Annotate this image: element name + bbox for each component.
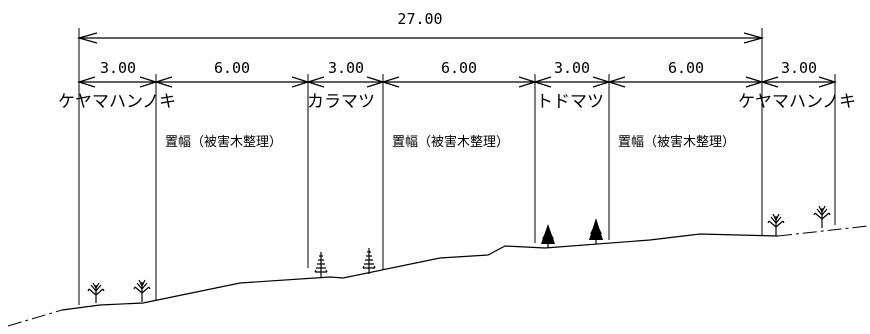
band-labels: 置幅（被害木整理） 置幅（被害木整理） 置幅（被害木整理） — [165, 134, 735, 150]
total-width-label: 27.00 — [397, 10, 442, 28]
species-label-3: トドマツ — [536, 92, 604, 112]
band-label-3: 置幅（被害木整理） — [618, 134, 735, 150]
larch-tree-icon — [362, 248, 376, 274]
ground-extension-left — [7, 309, 63, 327]
segment-label-3: 3.00 — [328, 59, 364, 77]
ground-line — [61, 233, 779, 311]
band-label-2: 置幅（被害木整理） — [392, 134, 509, 150]
band-label-1: 置幅（被害木整理） — [165, 134, 282, 150]
total-dimension: 27.00 — [76, 10, 765, 44]
segment-label-2: 6.00 — [214, 59, 250, 77]
segment-dimensions: 3.00 6.00 3.00 6.00 3.00 6.00 3.00 — [76, 59, 838, 88]
deciduous-tree-icon — [133, 279, 151, 302]
deciduous-tree-icon — [767, 213, 785, 236]
segment-label-6: 6.00 — [668, 59, 704, 77]
deciduous-tree-icon — [87, 282, 105, 303]
species-label-4: ケヤマハンノキ — [738, 92, 856, 112]
fir-tree-icon — [541, 224, 555, 248]
species-labels: ケヤマハンノキ カラマツ トドマツ ケヤマハンノキ — [58, 92, 856, 112]
trees — [87, 205, 831, 303]
species-label-2: カラマツ — [307, 92, 375, 112]
segment-label-1: 3.00 — [100, 59, 136, 77]
boundary-lines — [78, 28, 836, 305]
fir-tree-icon — [589, 218, 603, 244]
ground-profile — [7, 225, 869, 327]
segment-label-7: 3.00 — [781, 59, 817, 77]
species-label-1: ケヤマハンノキ — [58, 92, 176, 112]
segment-label-4: 6.00 — [441, 59, 477, 77]
larch-tree-icon — [314, 252, 328, 278]
ground-extension-right — [777, 225, 869, 237]
segment-label-5: 3.00 — [554, 59, 590, 77]
deciduous-tree-icon — [813, 205, 831, 228]
